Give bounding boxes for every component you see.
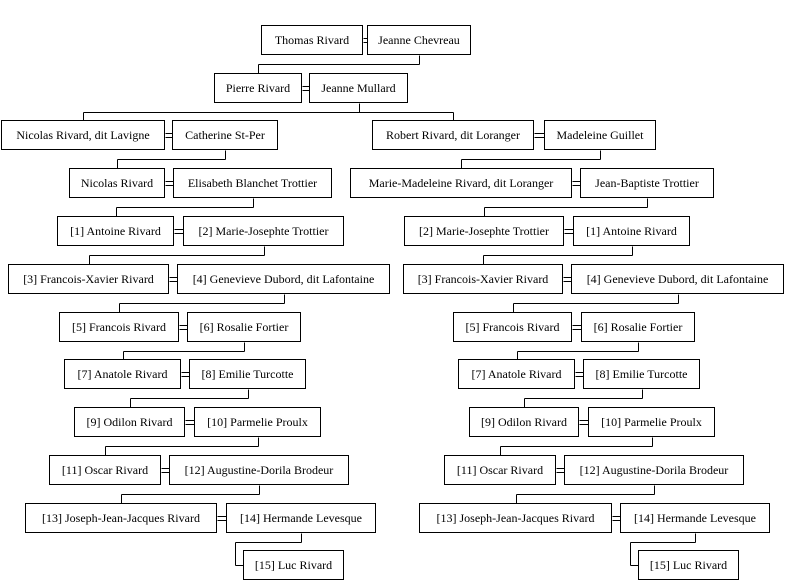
person-augustine-dorila-brodeur-right: [12] Augustine-Dorila Brodeur xyxy=(564,455,744,485)
person-jeanne-chevreau: Jeanne Chevreau xyxy=(367,25,471,55)
person-oscar-rivard-left: [11] Oscar Rivard xyxy=(49,455,161,485)
person-joseph-jean-jacques-rivard-left: [13] Joseph-Jean-Jacques Rivard xyxy=(25,503,217,533)
person-francois-rivard-left: [5] Francois Rivard xyxy=(59,312,179,342)
person-rosalie-fortier-left: [6] Rosalie Fortier xyxy=(187,312,301,342)
person-nicolas-rivard-lavigne: Nicolas Rivard, dit Lavigne xyxy=(1,120,165,150)
person-robert-rivard-loranger: Robert Rivard, dit Loranger xyxy=(372,120,534,150)
person-oscar-rivard-right: [11] Oscar Rivard xyxy=(444,455,556,485)
person-jean-baptiste-trottier: Jean-Baptiste Trottier xyxy=(580,168,714,198)
person-emilie-turcotte-left: [8] Emilie Turcotte xyxy=(189,359,306,389)
person-marie-josephte-trottier-left: [2] Marie-Josephte Trottier xyxy=(183,216,344,246)
person-francois-xavier-rivard-left: [3] Francois-Xavier Rivard xyxy=(8,264,169,294)
person-parmelie-proulx-right: [10] Parmelie Proulx xyxy=(588,407,715,437)
person-jeanne-mullard: Jeanne Mullard xyxy=(309,73,408,103)
person-genevieve-dubord-left: [4] Genevieve Dubord, dit Lafontaine xyxy=(177,264,390,294)
person-luc-rivard-left: [15] Luc Rivard xyxy=(243,550,344,580)
person-augustine-dorila-brodeur-left: [12] Augustine-Dorila Brodeur xyxy=(169,455,349,485)
person-antoine-rivard-right: [1] Antoine Rivard xyxy=(573,216,690,246)
person-odilon-rivard-right: [9] Odilon Rivard xyxy=(469,407,579,437)
person-hermande-levesque-left: [14] Hermande Levesque xyxy=(226,503,376,533)
person-luc-rivard-right: [15] Luc Rivard xyxy=(638,550,739,580)
person-elisabeth-blanchet-trottier: Elisabeth Blanchet Trottier xyxy=(173,168,332,198)
person-rosalie-fortier-right: [6] Rosalie Fortier xyxy=(581,312,695,342)
person-madeleine-guillet: Madeleine Guillet xyxy=(544,120,656,150)
person-antoine-rivard-left: [1] Antoine Rivard xyxy=(57,216,174,246)
person-marie-madeleine-rivard-loranger: Marie-Madeleine Rivard, dit Loranger xyxy=(350,168,572,198)
person-anatole-rivard-right: [7] Anatole Rivard xyxy=(458,359,575,389)
person-pierre-rivard: Pierre Rivard xyxy=(214,73,302,103)
person-parmelie-proulx-left: [10] Parmelie Proulx xyxy=(194,407,321,437)
person-emilie-turcotte-right: [8] Emilie Turcotte xyxy=(583,359,700,389)
person-francois-xavier-rivard-right: [3] Francois-Xavier Rivard xyxy=(403,264,563,294)
person-anatole-rivard-left: [7] Anatole Rivard xyxy=(64,359,181,389)
person-odilon-rivard-left: [9] Odilon Rivard xyxy=(74,407,185,437)
person-marie-josephte-trottier-right: [2] Marie-Josephte Trottier xyxy=(404,216,564,246)
person-genevieve-dubord-right: [4] Genevieve Dubord, dit Lafontaine xyxy=(571,264,784,294)
person-hermande-levesque-right: [14] Hermande Levesque xyxy=(620,503,770,533)
person-catherine-st-per: Catherine St-Per xyxy=(172,120,278,150)
person-francois-rivard-right: [5] Francois Rivard xyxy=(453,312,572,342)
person-thomas-rivard: Thomas Rivard xyxy=(261,25,363,55)
person-joseph-jean-jacques-rivard-right: [13] Joseph-Jean-Jacques Rivard xyxy=(419,503,612,533)
person-nicolas-rivard: Nicolas Rivard xyxy=(69,168,165,198)
